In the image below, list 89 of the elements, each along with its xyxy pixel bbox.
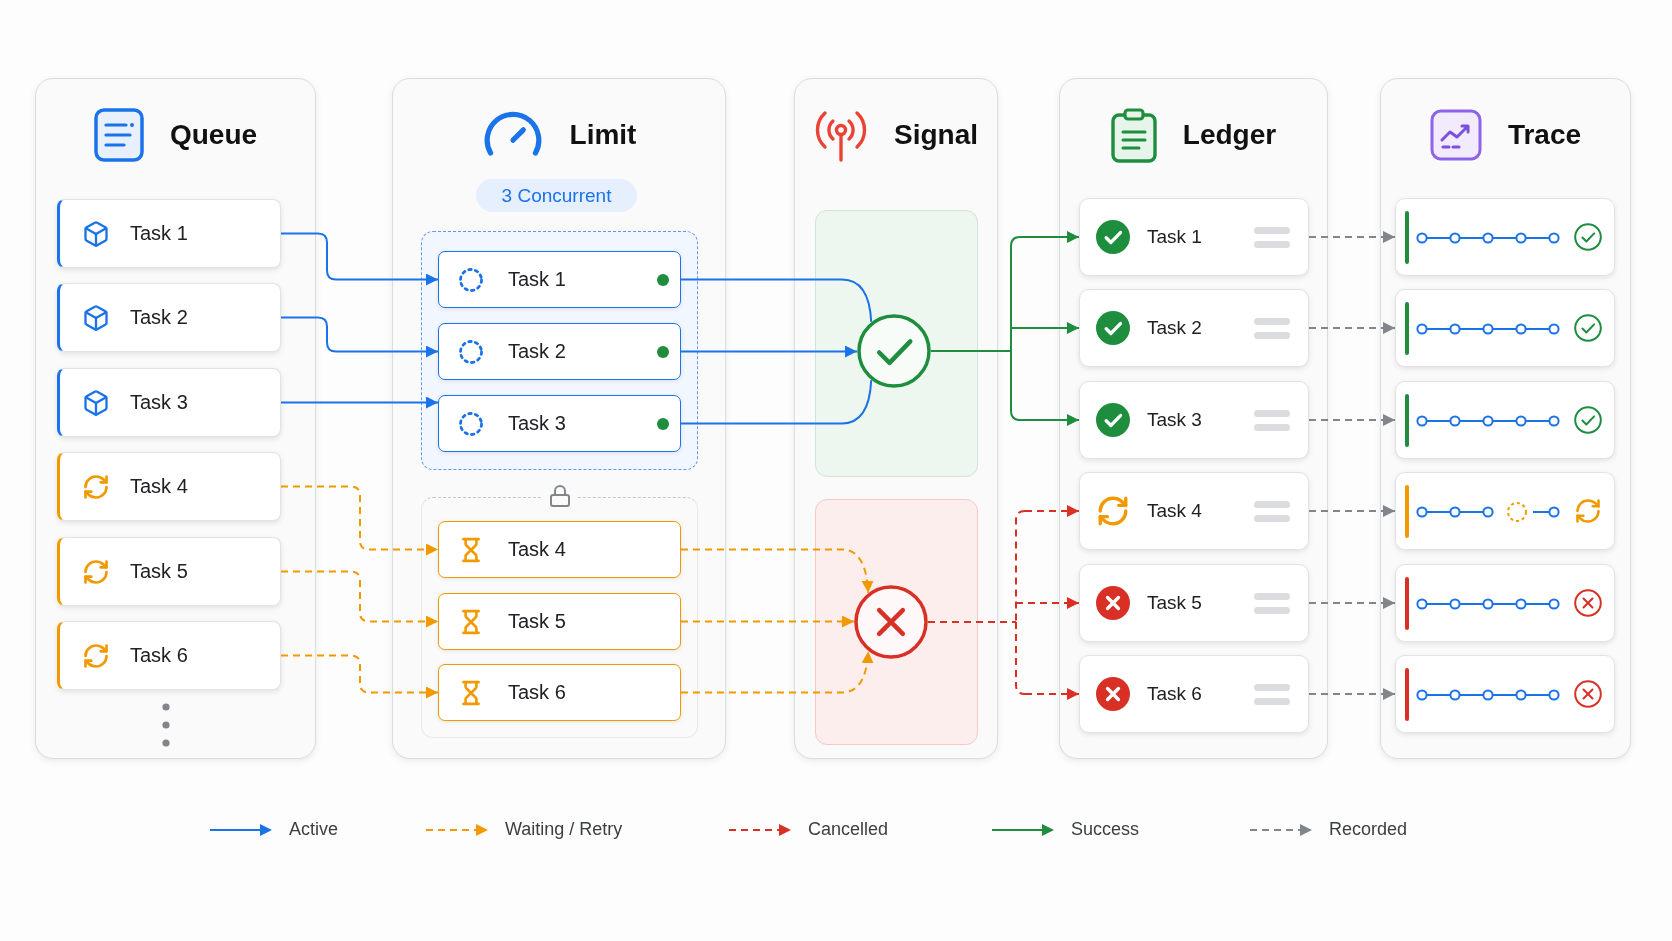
task-card — [57, 537, 281, 606]
flow-arrow — [1019, 414, 1080, 426]
task-label: Task 5 — [1147, 592, 1202, 614]
ledger-entry-card — [1079, 289, 1309, 367]
task-card — [57, 368, 281, 437]
flow-arrow — [1308, 688, 1396, 700]
connector-line — [680, 379, 873, 425]
column-panel — [1059, 78, 1328, 759]
task-card — [438, 251, 681, 308]
ledger-entry-card — [1079, 655, 1309, 733]
panel-title: Trace — [1507, 119, 1582, 151]
column-panel — [35, 78, 316, 759]
split-line — [930, 236, 1021, 421]
flow-arrow — [1024, 505, 1080, 517]
flow-arrow — [1308, 231, 1396, 243]
task-label: Task 2 — [1147, 317, 1202, 339]
legend-label: Cancelled — [808, 819, 889, 840]
task-label: Task 5 — [508, 610, 566, 633]
task-label: Task 2 — [130, 306, 188, 329]
trace-row-card — [1395, 564, 1615, 642]
trace-row-card — [1395, 381, 1615, 459]
flow-arrow — [1019, 231, 1080, 243]
flow-arrow — [280, 396, 439, 409]
flow-arrow — [1308, 597, 1396, 609]
flow-arrow — [280, 570, 439, 628]
cancel-hub-circle — [854, 585, 928, 659]
flow-arrow — [1308, 505, 1396, 517]
ledger-entry-card — [1079, 381, 1309, 459]
trace-row-card — [1395, 472, 1615, 550]
task-label: Task 3 — [130, 391, 188, 414]
cancelled-zone — [815, 499, 978, 745]
concurrent-slot-group — [421, 231, 698, 470]
trace-row-card — [1395, 289, 1615, 367]
success-zone — [815, 210, 978, 477]
flow-arrow — [280, 654, 439, 699]
flow-arrow — [680, 650, 874, 694]
flow-arrow — [680, 615, 855, 628]
flow-arrow — [280, 232, 439, 286]
task-card — [438, 593, 681, 650]
task-card — [57, 452, 281, 521]
ledger-entry-card — [1079, 472, 1309, 550]
task-label: Task 2 — [508, 340, 566, 363]
task-card — [438, 323, 681, 380]
task-label: Task 3 — [508, 412, 566, 435]
legend-label: Recorded — [1329, 819, 1408, 840]
column-panel — [1380, 78, 1631, 759]
panel-title: Ledger — [1182, 119, 1277, 151]
task-label: Task 4 — [130, 475, 188, 498]
task-label: Task 1 — [508, 268, 566, 291]
task-label: Task 1 — [1147, 226, 1202, 248]
flow-arrow — [680, 345, 858, 358]
connector-line — [680, 278, 873, 323]
task-label: Task 4 — [508, 538, 566, 561]
flow-arrow — [680, 548, 874, 594]
trace-row-card — [1395, 655, 1615, 733]
legend-label: Success — [1071, 819, 1140, 840]
flow-arrow — [1308, 322, 1396, 334]
trace-row-card — [1395, 198, 1615, 276]
success-hub-circle — [857, 314, 931, 388]
flow-arrow — [1015, 597, 1080, 609]
split-line — [927, 510, 1026, 695]
panel-title: Limit — [569, 119, 637, 151]
task-card — [57, 283, 281, 352]
task-label: Task 5 — [130, 560, 188, 583]
ledger-entry-card — [1079, 564, 1309, 642]
task-label: Task 6 — [508, 681, 566, 704]
ledger-entry-card — [1079, 198, 1309, 276]
panel-title: Signal — [894, 119, 978, 151]
legend-label: Active — [289, 819, 339, 840]
legend-label: Waiting / Retry — [505, 819, 623, 840]
task-label: Task 3 — [1147, 409, 1202, 431]
task-label: Task 6 — [1147, 683, 1202, 705]
task-label: Task 1 — [130, 222, 188, 245]
concurrency-badge: 3 Concurrent — [476, 179, 637, 212]
flow-arrow — [280, 316, 439, 358]
column-panel — [392, 78, 726, 759]
task-card — [438, 664, 681, 721]
task-label: Task 4 — [1147, 500, 1202, 522]
flow-arrow — [280, 485, 439, 556]
task-card — [57, 199, 281, 268]
task-card — [438, 521, 681, 578]
task-card — [57, 621, 281, 690]
flow-arrow — [1010, 322, 1080, 334]
task-card — [438, 395, 681, 452]
task-label: Task 6 — [130, 644, 188, 667]
flow-arrow — [1024, 688, 1080, 700]
column-panel — [794, 78, 998, 759]
flow-arrow — [1308, 414, 1396, 426]
panel-title: Queue — [169, 119, 258, 151]
